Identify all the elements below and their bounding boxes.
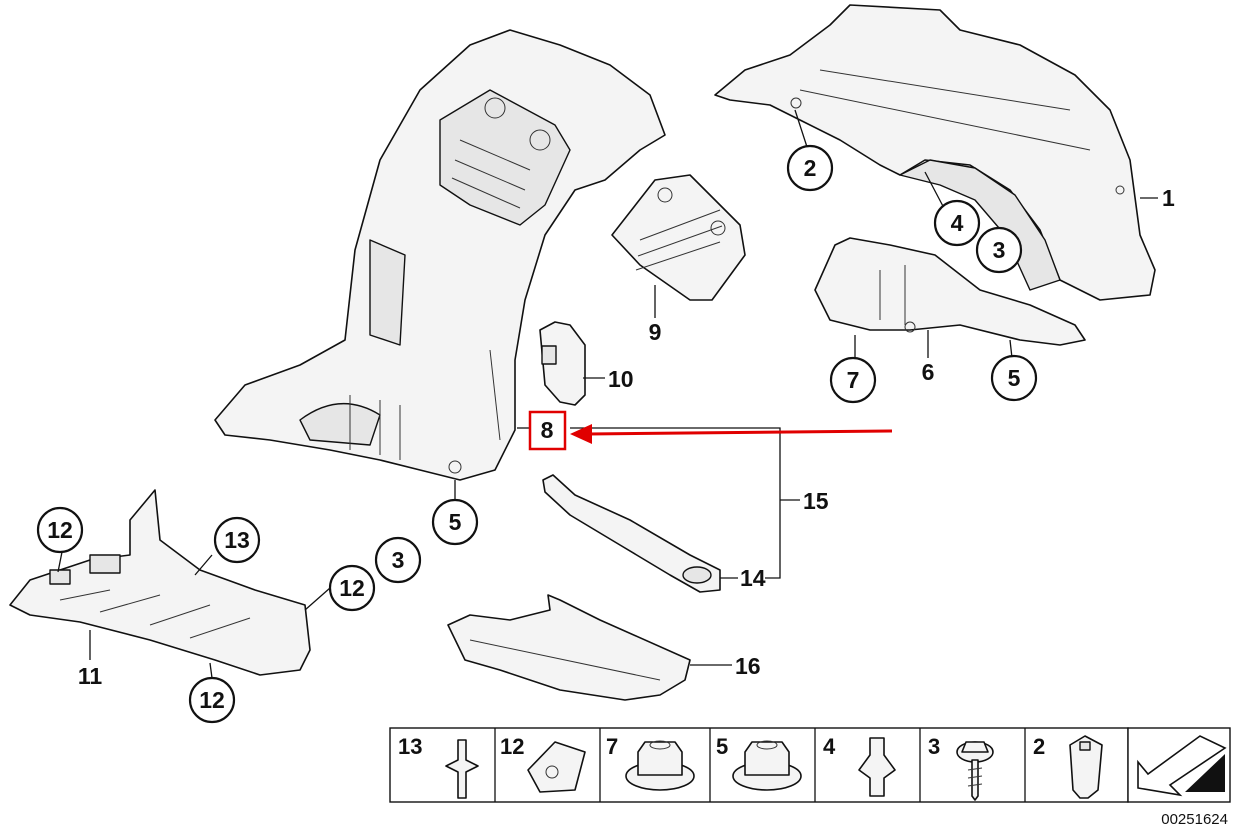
expansion-nut-icon	[1069, 735, 1103, 799]
label-1: 1	[1162, 185, 1175, 211]
wheel-arch-liner-part-8	[214, 29, 666, 481]
label-15: 15	[803, 488, 829, 514]
clip-nut-icon	[527, 741, 586, 793]
callout-13: 13	[213, 516, 261, 564]
hw-label-4: 4	[823, 734, 836, 759]
callout-2-label: 2	[804, 155, 817, 181]
push-rivet-icon	[445, 739, 479, 799]
callout-3-lower: 3	[374, 536, 422, 584]
bracket-part-6	[814, 237, 1086, 346]
label-14: 14	[740, 565, 766, 591]
hw-label-5: 5	[716, 734, 728, 759]
callout-3-upper-label: 3	[993, 237, 1006, 263]
label-10: 10	[608, 366, 634, 392]
label-11: 11	[78, 663, 103, 689]
hw-label-7: 7	[606, 734, 618, 759]
hw-label-13: 13	[398, 734, 422, 759]
hw-item-13: 13	[398, 734, 479, 799]
callout-12-bottom-label: 12	[199, 687, 225, 713]
callout-5-center-label: 5	[449, 509, 462, 535]
callout-7-label: 7	[847, 367, 860, 393]
sound-absorber-part-9	[611, 174, 746, 301]
callout-5-right: 5	[990, 354, 1038, 402]
label-6: 6	[922, 359, 935, 385]
hw-item-4: 4	[823, 734, 896, 797]
hw-label-12: 12	[500, 734, 524, 759]
expanding-rivet-icon	[858, 737, 896, 797]
callout-3-lower-label: 3	[392, 547, 405, 573]
leader-lines	[57, 109, 1158, 679]
label-8: 8	[541, 417, 554, 443]
direction-arrow-symbol	[1137, 735, 1227, 797]
highlight-box	[528, 410, 567, 451]
callout-12-left-label: 12	[47, 517, 73, 543]
callout-12-left: 12	[36, 506, 84, 554]
arrow-icon	[1137, 735, 1227, 797]
callout-12-right: 12	[328, 564, 376, 612]
callout-4: 4	[933, 199, 981, 247]
label-16: 16	[735, 653, 761, 679]
callout-5-center: 5	[431, 498, 479, 546]
diagram-code: 00251624	[1161, 811, 1228, 828]
callout-7: 7	[829, 356, 877, 404]
hw-item-5: 5	[716, 734, 802, 791]
callout-13-label: 13	[224, 527, 250, 553]
callout-5-right-label: 5	[1008, 365, 1021, 391]
highlight-arrow-head	[570, 424, 592, 444]
label-9: 9	[649, 319, 662, 345]
hw-item-12: 12	[500, 734, 586, 793]
cover-part-10	[539, 321, 586, 406]
hw-item-3: 3	[928, 734, 994, 801]
highlight-arrow-shaft	[587, 429, 893, 436]
callout-2: 2	[786, 144, 834, 192]
callout-12-right-label: 12	[339, 575, 365, 601]
callout-12-bottom: 12	[188, 676, 236, 724]
hw-item-7: 7	[606, 734, 695, 791]
callout-3-upper: 3	[975, 226, 1023, 274]
hw-label-2: 2	[1033, 734, 1045, 759]
highlight-annotation	[528, 410, 893, 451]
hardware-strip: 13 12 7 5 4 3	[389, 727, 1231, 803]
callout-4-label: 4	[951, 210, 964, 236]
strip-part-14	[542, 474, 721, 593]
hw-item-2: 2	[1033, 734, 1103, 799]
underbody-panel-part-11	[9, 489, 311, 676]
deflector-part-16	[447, 594, 691, 701]
hw-label-3: 3	[928, 734, 940, 759]
